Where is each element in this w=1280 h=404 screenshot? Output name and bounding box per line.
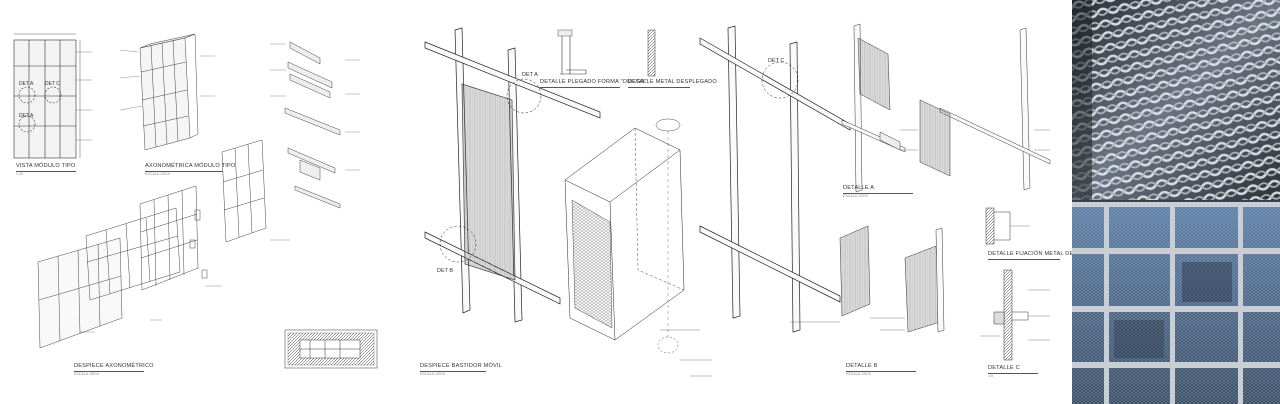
technical-drawings: DET A DET C DET A	[13, 23, 1051, 377]
caption-bastidor-title: DESPIECE BASTIDOR MÓVIL	[420, 363, 502, 369]
callout-det-a-bastidor: DET A	[522, 72, 538, 78]
detalle-c-drawing	[980, 269, 1050, 361]
caption-fijacion: DETALLE FIJACIÓN METAL DESPL.	[988, 251, 1087, 261]
caption-vista-modulo-scale: 1:10	[16, 172, 23, 177]
bastidor-movil-drawing	[424, 27, 712, 377]
caption-detalle-a: DETALLE A ESCALA 1/5/10	[843, 185, 913, 199]
caption-vista-modulo: VISTA MÓDULO TIPO 1:10	[16, 163, 76, 177]
caption-bastidor-scale: ESCALA 1/5/10	[420, 372, 445, 377]
callout-det-a-vista-2: DET A	[19, 113, 34, 119]
callout-det-b-bastidor: DET B	[437, 268, 453, 274]
cruceta-callouts: DET C	[768, 58, 784, 64]
callout-det-c-vista: DET C	[45, 81, 60, 87]
drawing-sheet: DET A DET C DET A	[13, 23, 1087, 379]
caption-detalle-a-title: DETALLE A	[843, 185, 875, 191]
metal-desplegado-drawing	[647, 29, 656, 77]
caption-plegado: DETALLE PLEGADO FORMA "OMEGA"	[540, 79, 647, 89]
detalle-union-drawing	[900, 27, 1051, 191]
vista-modulo-tipo-drawing	[13, 33, 92, 159]
despiece-axonometrico-drawing	[37, 139, 290, 349]
caption-despiece-scale: ESCALA 1/5/10	[74, 372, 99, 377]
plegado-omega-drawing	[557, 29, 587, 75]
caption-despiece: DESPIECE AXONOMÉTRICO ESCALA 1/5/10	[74, 363, 154, 377]
caption-vista-modulo-title: VISTA MÓDULO TIPO	[16, 163, 76, 169]
caption-fijacion-title: DETALLE FIJACIÓN METAL DESPL.	[988, 251, 1087, 257]
photo-column	[1072, 0, 1280, 404]
caption-detalle-c-title: DETALLE C	[988, 365, 1020, 371]
expanded-metal-closeup-photo	[1072, 0, 1280, 200]
caption-detalle-c-scale: 1:5	[988, 374, 993, 379]
caption-metal: DETALLE METAL DESPLEGADO	[628, 79, 717, 89]
fijacion-metal-drawing	[985, 207, 1030, 245]
callout-det-c-cruceta: DET C	[768, 58, 784, 64]
caption-detalle-c: DETALLE C 1:5	[988, 365, 1038, 379]
caption-plegado-title: DETALLE PLEGADO FORMA "OMEGA"	[540, 79, 647, 85]
axonometrica-modulo-drawing	[119, 33, 215, 151]
caption-axonometrica-scale: ESCALA 1/5/10	[145, 172, 170, 177]
caption-detalle-a-scale: ESCALA 1/5/10	[843, 194, 868, 199]
caption-detalle-b: DETALLE B ESCALA 1/5/10	[846, 363, 916, 377]
plan-section-drawing	[284, 329, 378, 369]
caption-metal-title: DETALLE METAL DESPLEGADO	[628, 79, 717, 85]
callout-det-a-vista: DET A	[19, 81, 34, 87]
profile-stack-drawing	[270, 41, 360, 209]
caption-detalle-b-scale: ESCALA 1/5/10	[846, 372, 871, 377]
cruceta-det-c-drawing	[699, 25, 851, 333]
detalle-b-drawing	[790, 225, 945, 333]
vista-callout-labels: DET A DET C DET A	[19, 81, 60, 119]
caption-axonometrica: AXONOMÉTRICA MÓDULO TIPO ESCALA 1/5/10	[145, 163, 236, 177]
detalle-a-drawing	[841, 23, 906, 193]
facade-grid-photo	[1072, 202, 1280, 404]
bastidor-callouts: DET A DET B	[437, 72, 538, 274]
caption-bastidor: DESPIECE BASTIDOR MÓVIL ESCALA 1/5/10	[420, 363, 502, 377]
caption-detalle-b-title: DETALLE B	[846, 363, 878, 369]
caption-despiece-title: DESPIECE AXONOMÉTRICO	[74, 363, 154, 369]
caption-axonometrica-title: AXONOMÉTRICA MÓDULO TIPO	[145, 163, 236, 169]
